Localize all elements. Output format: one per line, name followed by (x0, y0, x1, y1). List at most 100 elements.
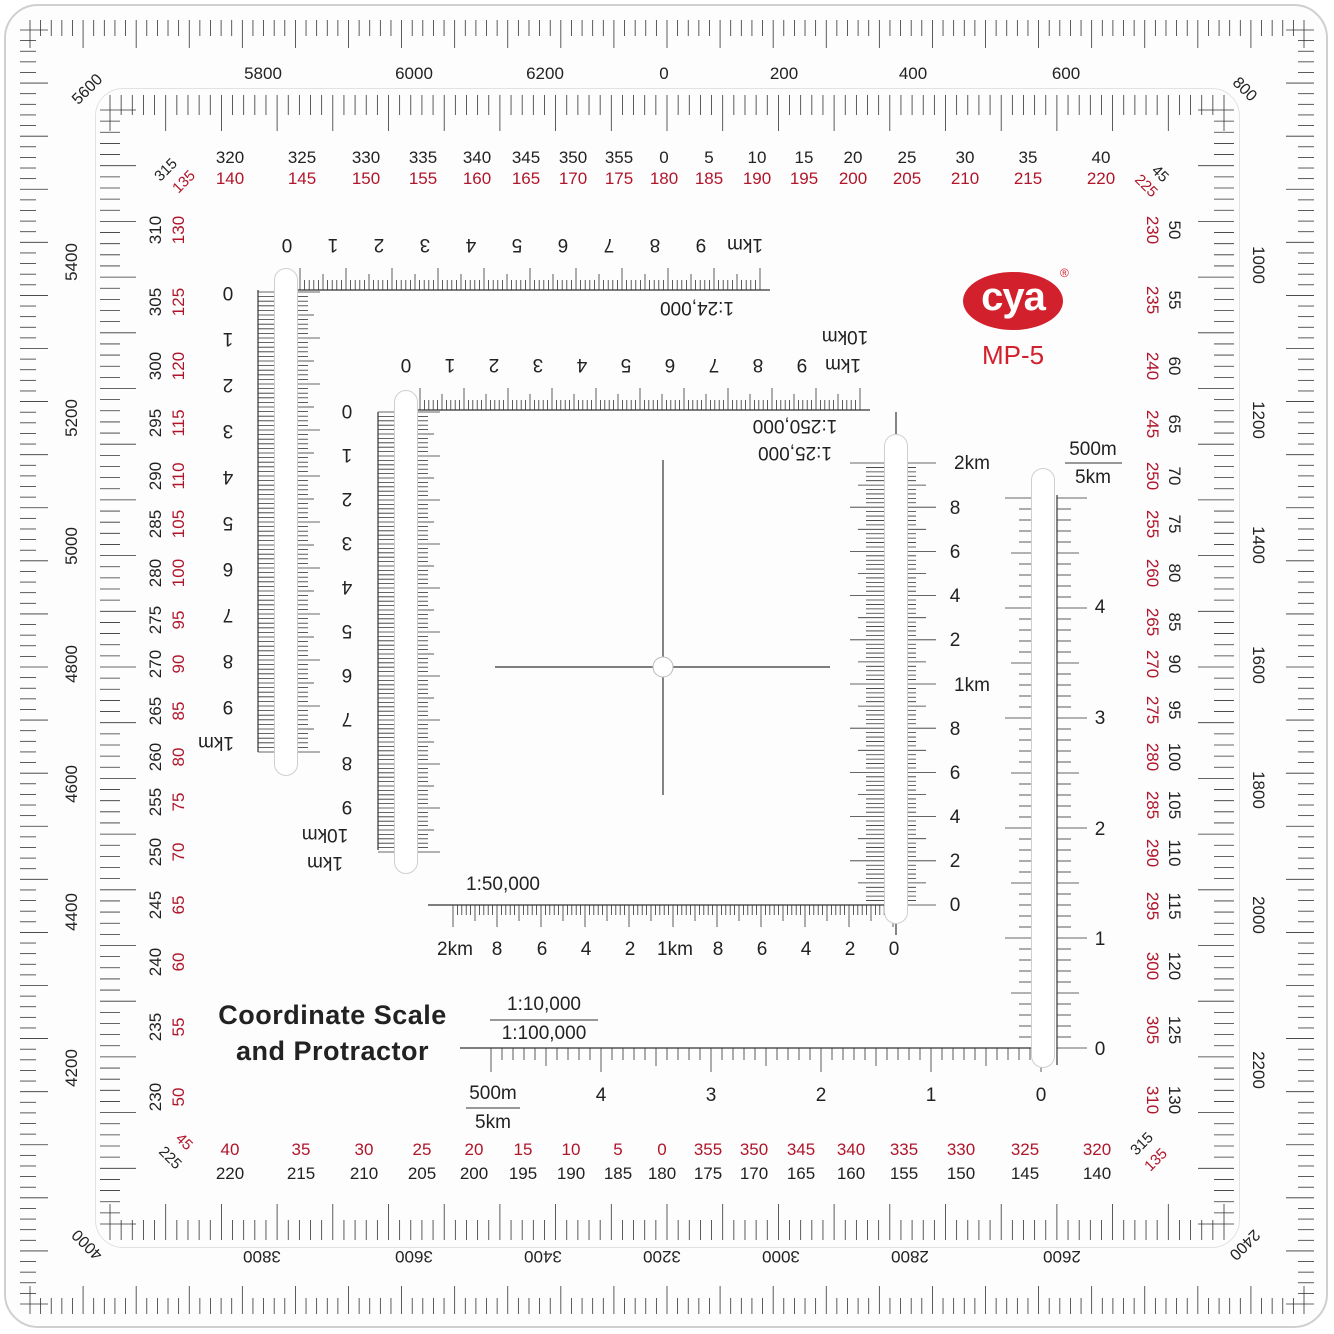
mil-label-bottom: 2800 (891, 1247, 929, 1266)
scale-25k-top-label: 8 (752, 354, 764, 375)
scale-50k-side-label: 2 (949, 630, 961, 651)
degree-label-bottom: 150 (946, 1164, 976, 1183)
mil-label-left: 5400 (62, 243, 81, 281)
title-line-1: Coordinate Scale (218, 1000, 447, 1030)
degree-label-top: 355 (604, 148, 634, 167)
scale-25k-side-label: 3 (341, 532, 353, 553)
degree-label-top: 40 (1091, 148, 1111, 167)
degree-label-top: 30 (955, 148, 975, 167)
scale-10k-side-label: 4 (1094, 597, 1106, 618)
mil-label-left: 5000 (62, 527, 81, 565)
scale-25k-top-label: 4 (576, 354, 588, 375)
degree-label-right-back: 285 (1143, 790, 1162, 820)
degree-label-right: 65 (1165, 414, 1184, 434)
degree-label-top: 25 (897, 148, 917, 167)
degree-label-right-back: 240 (1143, 351, 1162, 381)
degree-label-left: 270 (146, 649, 165, 679)
scale-50k-bottom-label: 2 (624, 939, 636, 960)
scale-50k-bottom-label: 8 (712, 939, 724, 960)
degree-label-left: 235 (146, 1012, 165, 1042)
degree-label-bottom-back: 25 (412, 1140, 432, 1159)
degree-label-left-back: 80 (169, 747, 188, 767)
degree-label-top-back: 170 (558, 169, 588, 188)
inner-degree-ring (95, 88, 1240, 1248)
scale-25k-side-label: 8 (341, 752, 353, 773)
degree-label-right: 75 (1165, 514, 1184, 534)
degree-label-bottom-back: 350 (739, 1140, 769, 1159)
registered-mark: ® (1060, 266, 1069, 280)
degree-label-right-back: 310 (1143, 1085, 1162, 1115)
degree-label-right: 115 (1165, 892, 1184, 920)
scale-10k-side-label: 2 (1094, 819, 1106, 840)
degree-label-bottom: 215 (286, 1164, 316, 1183)
degree-label-bottom: 195 (508, 1164, 538, 1183)
degree-label-right: 60 (1165, 356, 1184, 376)
scale-24k-side-unit: 1km (198, 732, 234, 753)
scale-50k-side-label: 8 (949, 498, 961, 519)
degree-label-left-back: 90 (169, 654, 188, 674)
slot-10k-vertical (1031, 468, 1055, 1068)
mil-label-left: 4600 (62, 765, 81, 803)
degree-label-left-back: 55 (169, 1017, 188, 1037)
mil-label-top: 600 (1051, 64, 1081, 83)
mil-label-top: 6200 (526, 64, 564, 83)
degree-label-right-back: 230 (1143, 215, 1162, 245)
degree-label-bottom: 160 (836, 1164, 866, 1183)
degree-label-right: 90 (1165, 654, 1184, 674)
degree-label-top: 330 (351, 148, 381, 167)
scale-10k-side-label: 0 (1094, 1039, 1106, 1060)
degree-label-left: 310 (146, 215, 165, 245)
scale-25k-side-label: 2 (341, 488, 353, 509)
degree-label-bottom: 180 (647, 1164, 677, 1183)
degree-label-left-back: 115 (169, 409, 188, 437)
degree-label-top-back: 195 (789, 169, 819, 188)
mil-label-right: 1400 (1249, 526, 1268, 564)
scale-25k-side-label: 9 (341, 796, 353, 817)
brand-logo (963, 272, 1063, 330)
degree-label-top-back: 150 (351, 169, 381, 188)
title-line-2: and Protractor (235, 1036, 430, 1066)
scale-25k-top-label: 5 (620, 354, 632, 375)
degree-label-right-back: 255 (1143, 509, 1162, 539)
scale-50k-side-label: 0 (949, 895, 961, 916)
slot-25k-vertical (394, 390, 418, 874)
mil-label-left: 4200 (62, 1049, 81, 1087)
degree-label-top: 350 (558, 148, 588, 167)
degree-label-bottom-back: 345 (786, 1140, 816, 1159)
scale-24k-side-label: 1 (222, 328, 234, 349)
scale-10k-bottom-label: 3 (705, 1085, 717, 1106)
scale-10k-ratio: 1:100,000 (501, 1023, 587, 1044)
mil-label-right: 2200 (1249, 1051, 1268, 1089)
degree-label-left-back: 75 (169, 792, 188, 812)
scale-50k-side-label: 1km (954, 675, 990, 696)
degree-label-left: 290 (146, 461, 165, 491)
scale-24k-top-label: 6 (557, 234, 569, 255)
scale-25k-top-label: 3 (532, 354, 544, 375)
degree-label-top-back: 210 (950, 169, 980, 188)
scale-10k-unit: 5km (475, 1112, 511, 1133)
degree-label-left: 245 (146, 890, 165, 920)
mil-label-right: 1200 (1249, 401, 1268, 439)
degree-label-left-back: 110 (169, 462, 188, 490)
degree-label-top: 35 (1018, 148, 1038, 167)
degree-label-bottom-back: 40 (220, 1140, 240, 1159)
degree-label-bottom-back: 35 (291, 1140, 311, 1159)
mil-label-top: 6000 (395, 64, 433, 83)
scale-25k-side-label: 6 (341, 664, 353, 685)
degree-label-right-back: 250 (1143, 461, 1162, 491)
degree-label-bottom-back: 340 (836, 1140, 866, 1159)
crosshair-centre-hole (652, 656, 674, 678)
degree-label-top: 0 (659, 148, 669, 167)
scale-50k-bottom-label: 6 (536, 939, 548, 960)
degree-label-left-back: 125 (169, 287, 188, 317)
degree-label-left: 260 (146, 742, 165, 772)
degree-label-top: 15 (794, 148, 814, 167)
degree-label-top-back: 220 (1086, 169, 1116, 188)
scale-24k-side-label: 3 (222, 420, 234, 441)
scale-25k-side-label: 7 (341, 708, 353, 729)
brand-logo-text: cya (981, 275, 1046, 319)
degree-label-bottom-back: 20 (464, 1140, 484, 1159)
degree-label-top-back: 175 (604, 169, 634, 188)
scale-24k-side-label: 2 (222, 374, 234, 395)
